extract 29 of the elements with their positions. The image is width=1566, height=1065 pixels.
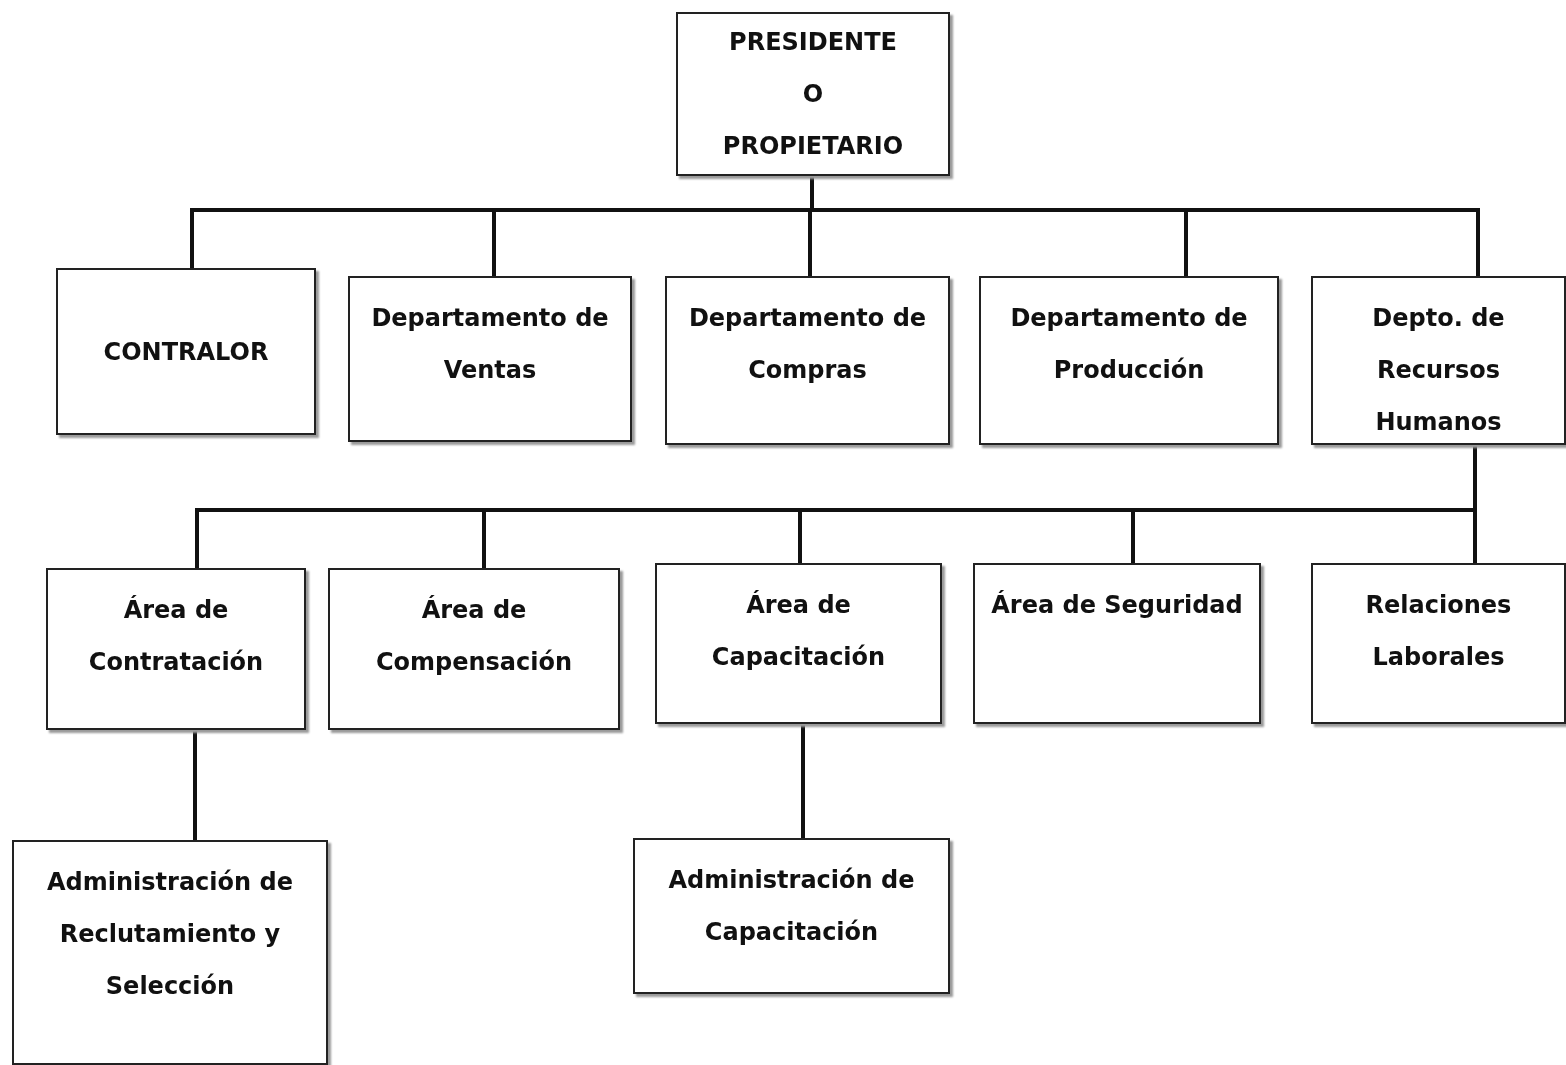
connector-line <box>1473 445 1477 563</box>
org-box <box>633 838 950 994</box>
org-box <box>655 563 942 724</box>
box-label: PRESIDENTE O PROPIETARIO <box>722 27 904 162</box>
org-box <box>328 568 620 730</box>
box-label: Departamento de Ventas <box>370 303 610 386</box>
connector-line <box>801 724 805 838</box>
org-box <box>348 276 632 442</box>
org-box <box>665 276 950 445</box>
box-label: Relaciones Laborales <box>1364 590 1513 673</box>
org-box <box>973 563 1261 724</box>
org-box <box>676 12 950 176</box>
box-label: Administración de Capacitación <box>667 865 916 948</box>
box-label: Área de Seguridad <box>991 589 1243 621</box>
connector-line <box>193 730 197 840</box>
box-label: CONTRALOR <box>103 336 269 368</box>
box-label: Área de Contratación <box>87 594 265 678</box>
org-box <box>979 276 1279 445</box>
org-box <box>46 568 306 730</box>
org-box <box>56 268 316 435</box>
org-box <box>1311 276 1566 445</box>
box-label: Área de Compensación <box>374 594 574 678</box>
org-box <box>1311 563 1566 724</box>
box-label: Área de Capacitación <box>710 589 887 673</box>
box-label: Departamento de Producción <box>1009 303 1249 386</box>
box-label: Departamento de Compras <box>687 303 928 386</box>
box-label: Depto. de Recursos Humanos <box>1371 303 1506 438</box>
box-label: Administración de Reclutamiento y Selección <box>46 867 294 1002</box>
org-box <box>12 840 328 1065</box>
